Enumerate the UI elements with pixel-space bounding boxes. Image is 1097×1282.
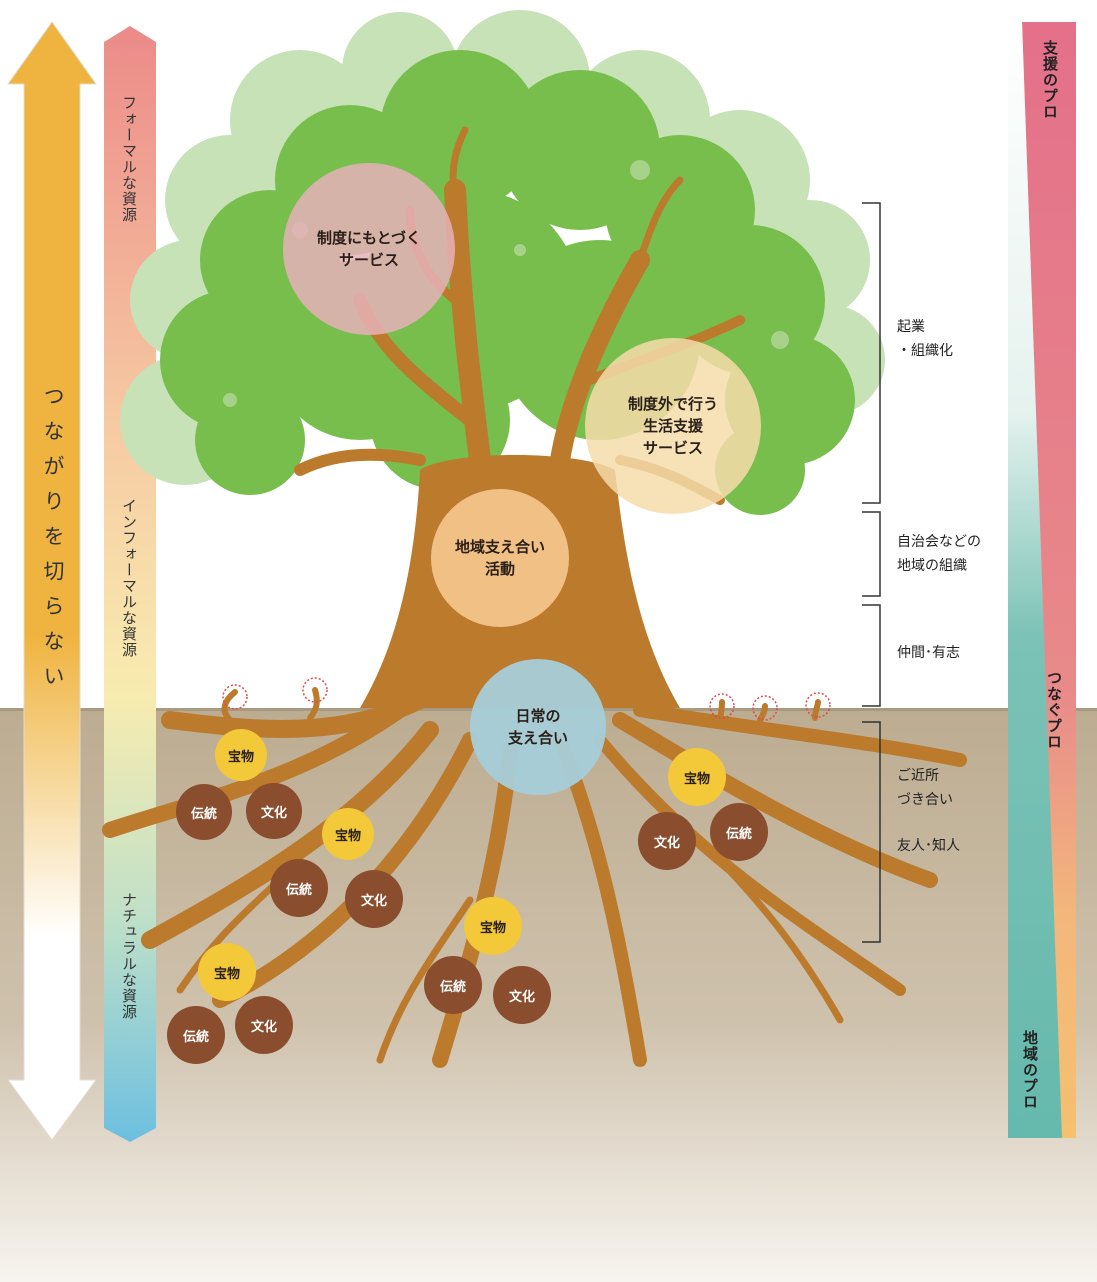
- label-friends: 友人･知人: [897, 838, 960, 854]
- treasure-badge: 宝物: [322, 808, 374, 860]
- culture-badge: 文化: [493, 966, 551, 1024]
- label-connect-pro: つなぐプロ: [1045, 670, 1063, 750]
- circle-community-activity: 地域支え合い 活動: [431, 489, 569, 627]
- tradition-badge: 伝統: [424, 956, 482, 1014]
- treasure-badge: 宝物: [215, 729, 267, 781]
- culture-badge: 文化: [638, 812, 696, 870]
- treasure-badge: 宝物: [198, 943, 256, 1001]
- circle-daily-support: 日常の 支え合い: [470, 659, 606, 795]
- arrow-both-icon: [7, 21, 97, 1141]
- label-local-pro: 地域のプロ: [1021, 1030, 1039, 1110]
- bracket-lines: [862, 202, 881, 943]
- circle-institutional-service: 制度にもとづく サービス: [283, 163, 455, 335]
- tradition-badge: 伝統: [167, 1006, 225, 1064]
- treasure-badge: 宝物: [464, 897, 522, 955]
- informal-resource-label: インフォーマルな資源: [120, 498, 138, 658]
- tradition-badge: 伝統: [710, 803, 768, 861]
- culture-badge: 文化: [246, 783, 302, 839]
- tradition-badge: 伝統: [270, 859, 328, 917]
- label-neighborhood-org: 自治会などの 地域の組織: [897, 534, 981, 574]
- pro-wedge-support: [1022, 22, 1076, 1138]
- culture-badge: 文化: [345, 870, 403, 928]
- sprout-markers: [222, 677, 831, 721]
- natural-resource-label: ナチュラルな資源: [120, 892, 138, 1020]
- label-support-pro: 支援のプロ: [1041, 40, 1059, 120]
- tradition-badge: 伝統: [176, 784, 232, 840]
- arrow-label: つながりを切らない: [41, 385, 65, 700]
- formal-resource-label: フォーマルな資源: [120, 95, 138, 223]
- label-business: 起業 ・組織化: [897, 319, 953, 359]
- pro-wedge-local: [1008, 22, 1062, 1138]
- label-peers: 仲間･有志: [897, 645, 960, 661]
- treasure-badge: 宝物: [668, 748, 726, 806]
- circle-non-institutional-service: 制度外で行う 生活支援 サービス: [585, 338, 761, 514]
- label-neighbors: ご近所 づき合い: [897, 768, 953, 808]
- culture-badge: 文化: [235, 996, 293, 1054]
